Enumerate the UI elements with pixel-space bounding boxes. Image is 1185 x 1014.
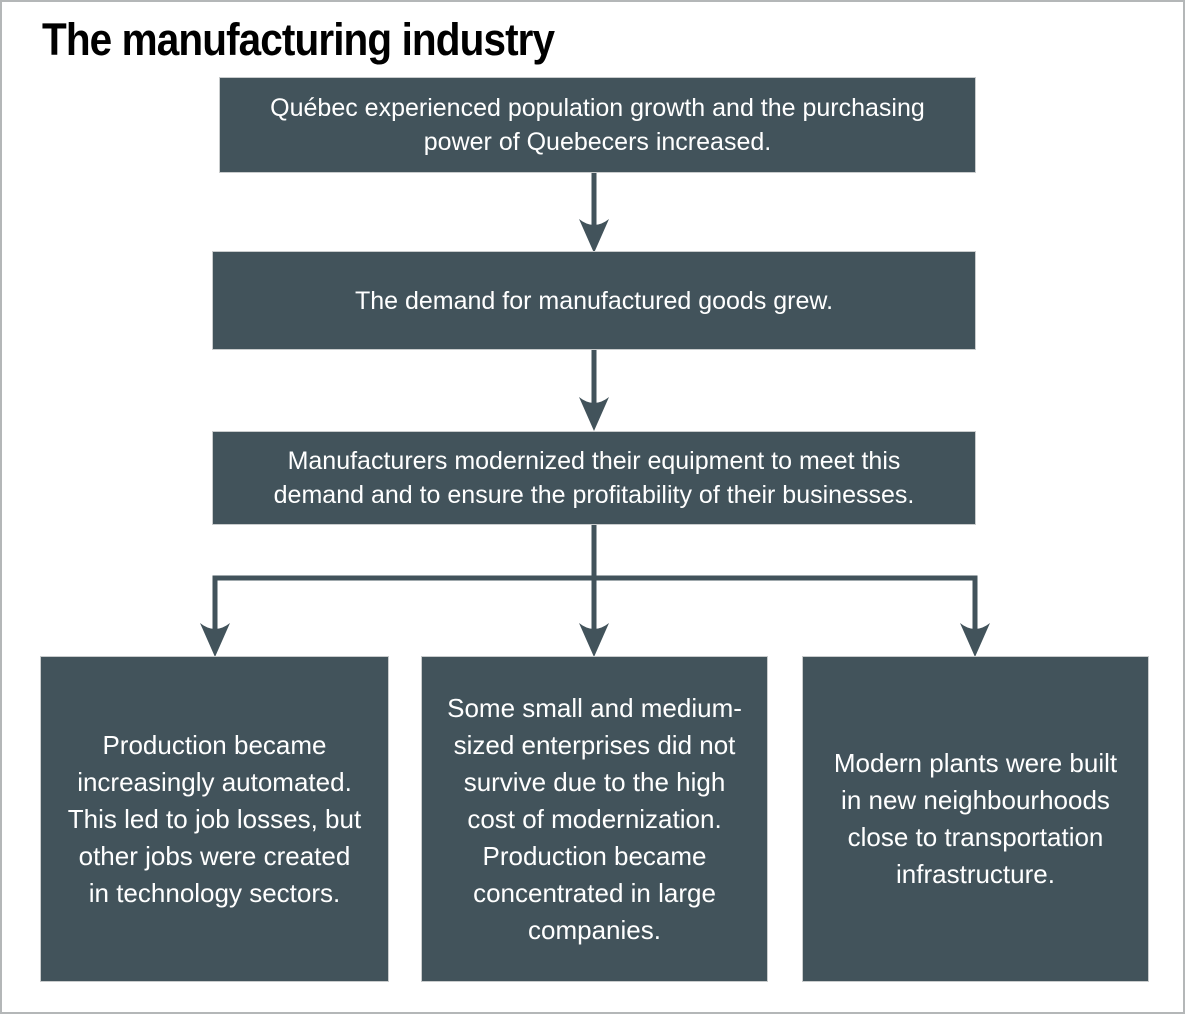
branch-connector bbox=[212, 524, 978, 581]
arrow-to-right-box bbox=[960, 575, 990, 657]
flow-box-population-growth: Québec experienced population growth and… bbox=[219, 77, 976, 173]
arrow-to-left-box bbox=[200, 575, 230, 657]
flow-box-automation: Production became increasingly automated… bbox=[40, 656, 389, 982]
page-title: The manufacturing industry bbox=[42, 14, 555, 65]
arrow-to-middle-box bbox=[579, 575, 609, 657]
arrow-box1-to-box2 bbox=[579, 172, 609, 253]
flow-box-modern-plants: Modern plants were built in new neighbou… bbox=[802, 656, 1149, 982]
flow-box-modernization: Manufacturers modernized their equipment… bbox=[212, 431, 976, 525]
arrow-box2-to-box3 bbox=[579, 349, 609, 431]
flow-box-demand-grew: The demand for manufactured goods grew. bbox=[212, 251, 976, 350]
flow-box-small-enterprises: Some small and medium- sized enterprises… bbox=[421, 656, 768, 982]
